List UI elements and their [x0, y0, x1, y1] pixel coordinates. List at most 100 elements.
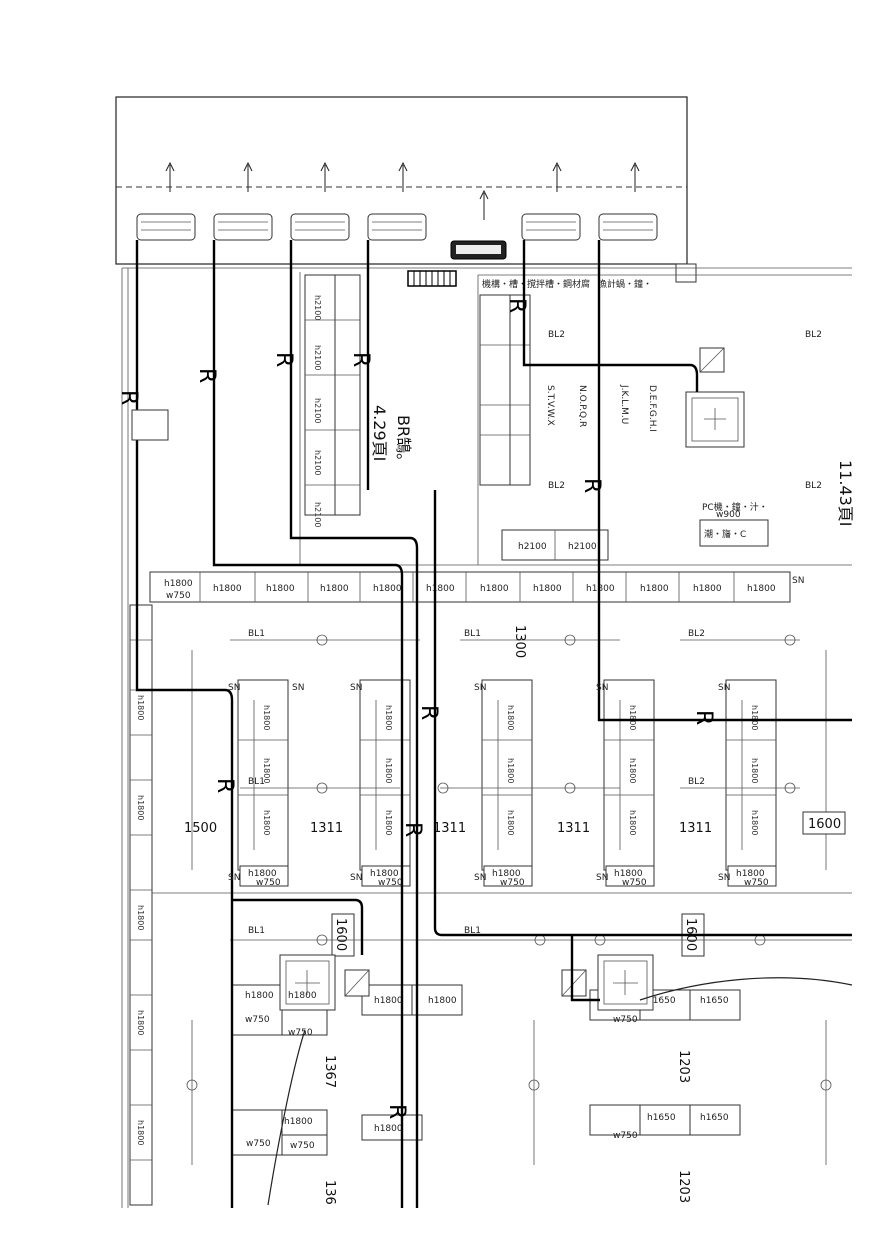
- shelf-label: h1800: [288, 991, 317, 1001]
- cab-label: h2100: [313, 295, 322, 320]
- outdoor-unit: [290, 213, 350, 241]
- sn-label: SN: [474, 683, 486, 693]
- shelf-label: w750: [290, 1141, 315, 1151]
- curve-line: [639, 977, 853, 1001]
- shelf-label: h1650: [647, 1113, 676, 1123]
- dim-1311: 1311: [679, 821, 712, 836]
- shelf-label: h1800: [136, 905, 145, 930]
- note-col-4: S.T.V.W.X: [545, 385, 555, 426]
- dim-1300: 1300: [512, 625, 527, 658]
- shelf-label: w750: [288, 1028, 313, 1038]
- shelf-label: h1800: [614, 869, 643, 879]
- note-col-3: N.O.P.Q.R: [577, 385, 587, 427]
- outdoor-units: [136, 213, 697, 287]
- shelf-label: h1800: [384, 758, 393, 783]
- bl-label: BL1: [464, 926, 481, 936]
- top-note: 機構・槽・撹拌槽・鋼材腐: [482, 278, 590, 290]
- sn-label: SN: [792, 576, 804, 586]
- dim-1203: 1203: [676, 1050, 691, 1083]
- shelf-label: h1800: [320, 584, 349, 594]
- left-shelf-column: h1800 h1800 h1800 h1800 h1800: [129, 604, 153, 1206]
- route-mark: R: [691, 710, 716, 725]
- cab-label: h2100: [313, 450, 322, 475]
- outdoor-unit: [213, 213, 273, 241]
- shelf-label: h1800: [736, 869, 765, 879]
- outdoor-unit: [367, 213, 427, 241]
- shelf-label: w750: [500, 878, 525, 888]
- shelf-label: w750: [613, 1131, 638, 1141]
- sn-label: SN: [292, 683, 304, 693]
- top-note-2: 漁計蝸・鐘・: [598, 278, 652, 290]
- shelf-label: w750: [622, 878, 647, 888]
- shelf-label: h1800: [426, 584, 455, 594]
- shelf-label: w750: [613, 1015, 638, 1025]
- sn-label: SN: [350, 683, 362, 693]
- outdoor-unit-dark: [450, 240, 507, 260]
- shelf-label: h1800: [628, 705, 637, 730]
- area-right: 11.43頁I: [836, 460, 855, 527]
- bl-label: BL2: [805, 330, 822, 340]
- sn-label: SN: [596, 683, 608, 693]
- shelf-label: h1800: [628, 810, 637, 835]
- shelf-label: h1800: [374, 1124, 403, 1134]
- shelf-label: h1800: [262, 758, 271, 783]
- shelf-label: h1800: [245, 991, 274, 1001]
- outdoor-zone: [115, 96, 688, 265]
- shelf-label: w750: [256, 878, 281, 888]
- sn-label: SN: [718, 873, 730, 883]
- room-label: BR鵠。: [394, 415, 413, 469]
- cab-label: w900: [716, 510, 741, 520]
- shelf-label: h1800: [136, 695, 145, 720]
- shelf-label: h1650: [700, 1113, 729, 1123]
- indoor-unit-cassette: [685, 347, 745, 448]
- shelf-label: w750: [378, 878, 403, 888]
- corner-block: [675, 263, 697, 283]
- shelving-unit: h1800 h1800 h1800: [725, 679, 777, 871]
- shelf-label: h1800: [693, 584, 722, 594]
- note-col-1: D.E.F.G.H.I: [647, 385, 657, 432]
- bl-label: BL2: [548, 481, 565, 491]
- sn-label: SN: [718, 683, 730, 693]
- outdoor-unit: [136, 213, 196, 241]
- shelf-label: h1800: [747, 584, 776, 594]
- cabinet-column-left: h2100 h2100 h2100 h2100 h2100 h2100 h210…: [304, 274, 497, 527]
- shelf-label: h1800: [750, 705, 759, 730]
- shelf-label: w750: [246, 1139, 271, 1149]
- shelving-unit: h1800 h1800 h1800: [237, 679, 289, 871]
- refrigerant-piping: [135, 240, 852, 1208]
- shelf-label: h1800: [136, 1120, 145, 1145]
- shelf-label: w750: [744, 878, 769, 888]
- sn-labels: SN SN SN SN SN SN SN SN SN SN SN: [228, 683, 730, 883]
- route-mark: R: [400, 822, 425, 837]
- shelf-label: h1800: [374, 996, 403, 1006]
- bl-label: BL2: [688, 777, 705, 787]
- shelf-label: h1800: [506, 705, 515, 730]
- bl-label: BL2: [688, 629, 705, 639]
- dim-1311: 1311: [557, 821, 590, 836]
- shelf-label: w750: [166, 591, 191, 601]
- shelf-label: h1800: [533, 584, 562, 594]
- bl-label: BL2: [548, 330, 565, 340]
- bl-label: BL2: [805, 481, 822, 491]
- shelf-label: h1800: [384, 810, 393, 835]
- route-mark: R: [116, 390, 141, 405]
- shelf-label: w750: [245, 1015, 270, 1025]
- shelf-label: h1650: [700, 996, 729, 1006]
- shelf-label: h1800: [373, 584, 402, 594]
- cab-label: h2100: [313, 398, 322, 423]
- bl-label: BL1: [464, 629, 481, 639]
- dim-1600: 1600: [333, 918, 348, 951]
- indoor-unit-lower-left: h1800: [279, 954, 370, 1011]
- dim-1600: 1600: [808, 817, 841, 832]
- route-mark: R: [384, 1104, 409, 1119]
- shelf-label: h1800: [640, 584, 669, 594]
- pc-note: PC機・鐘・汁・: [702, 501, 768, 513]
- cab-label: h2100: [518, 542, 547, 552]
- wall-lines: [121, 267, 852, 1208]
- sn-label: SN: [350, 873, 362, 883]
- cab-label: h2100: [313, 345, 322, 370]
- shelf-label: h1800: [384, 705, 393, 730]
- grille-hatch: [413, 271, 451, 286]
- bl-label: BL1: [248, 629, 265, 639]
- shelf-label: h1800: [266, 584, 295, 594]
